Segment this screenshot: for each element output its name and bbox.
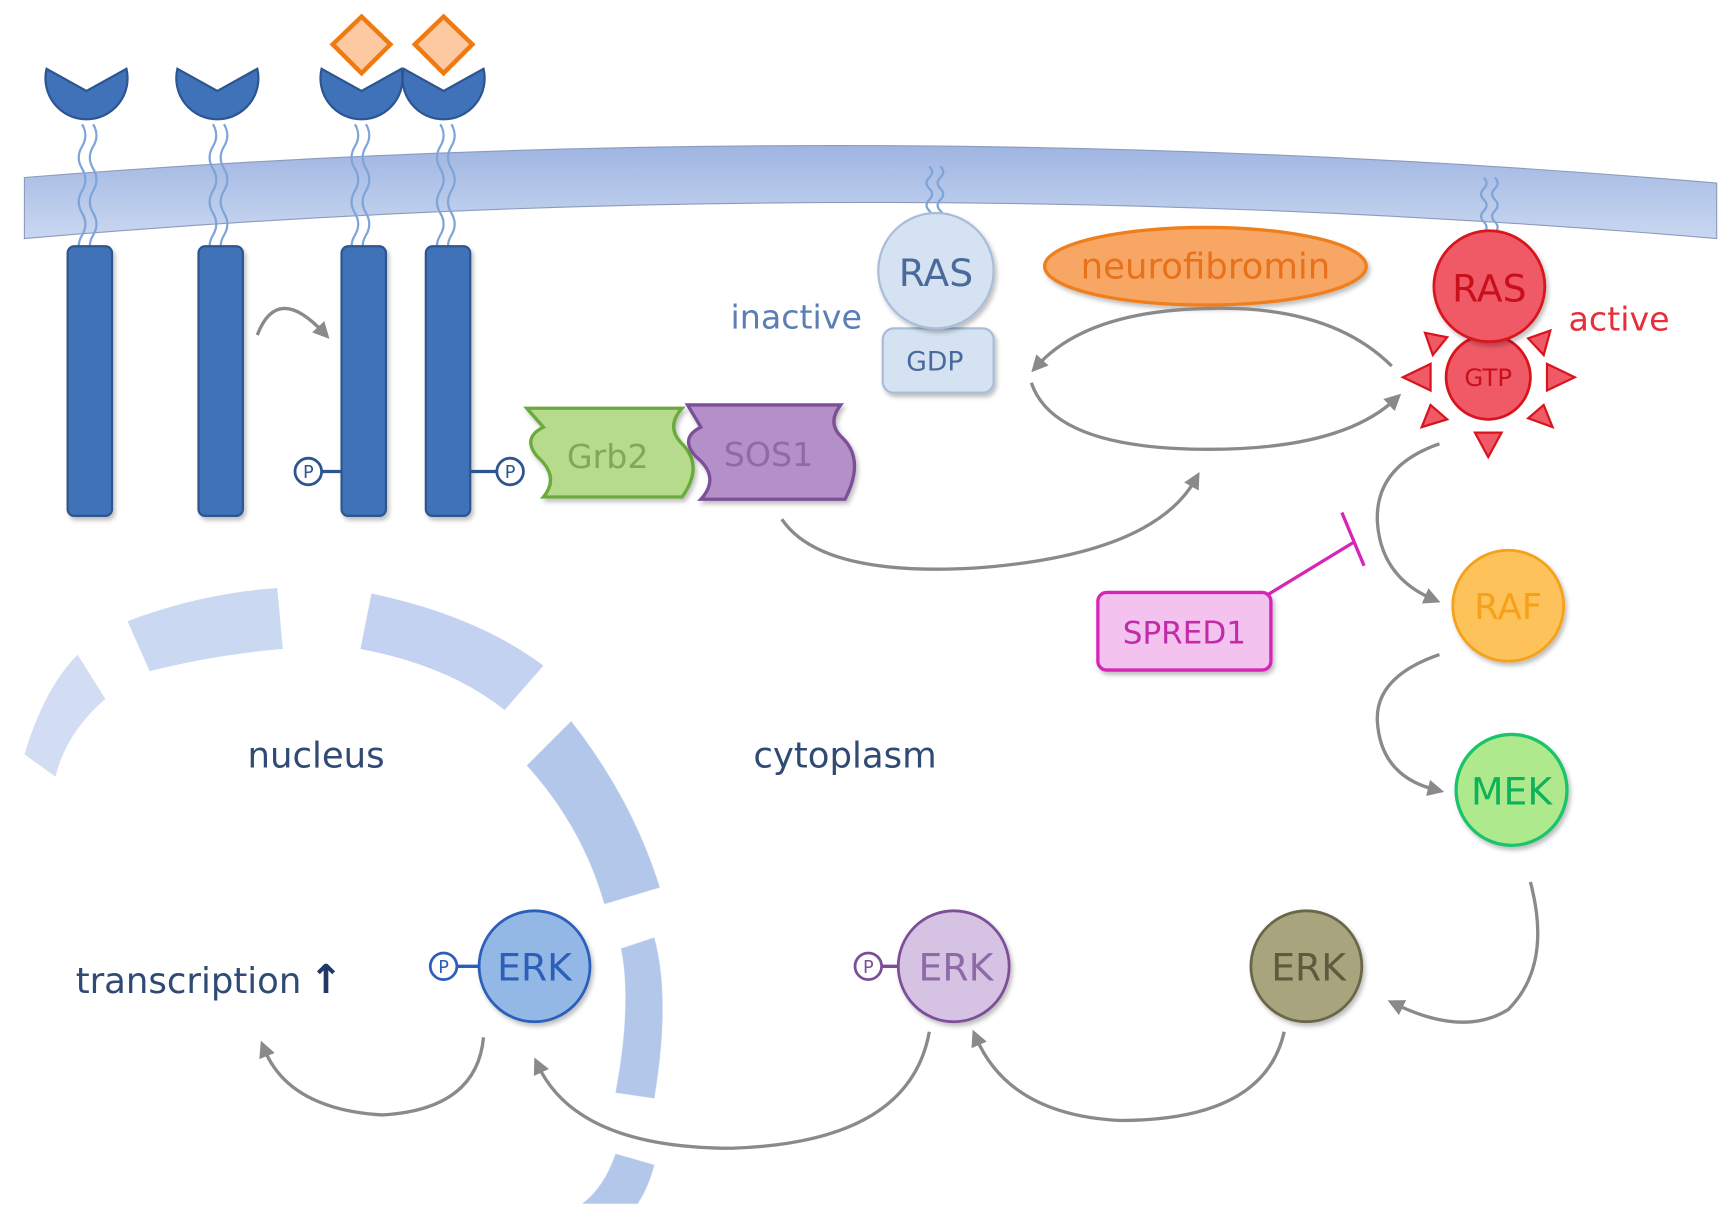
mek-node: MEK — [1454, 732, 1569, 848]
grb2-node: Grb2 — [523, 406, 695, 499]
gef-exchange-arrow — [1029, 382, 1402, 451]
perk-cytoplasm-label: ERK — [919, 946, 995, 990]
neurofibromin-node: neurofibromin — [1042, 225, 1368, 307]
gtp-activity-spikes-icon — [1400, 328, 1578, 460]
grb2-label: Grb2 — [567, 437, 649, 476]
perk-cytoplasm-node: P ERK — [853, 909, 1011, 1024]
autophosphorylation-arrow — [255, 306, 330, 339]
ras-active-label: RAS — [1452, 267, 1526, 311]
phospho-receptor-4: P — [470, 456, 525, 487]
perk-nucleus-node: P ERK — [428, 909, 592, 1024]
erk-cytoplasm-node: ERK — [1249, 909, 1364, 1024]
ras-to-raf-arrow — [1375, 442, 1441, 604]
phospho-label: P — [505, 463, 516, 483]
ligand-icon — [329, 13, 394, 77]
ras-inactive-node: RAS GDP — [877, 165, 995, 394]
nucleus-label: nucleus — [247, 736, 384, 777]
gdp-label: GDP — [906, 347, 963, 378]
sos1-label: SOS1 — [724, 435, 814, 474]
transcription-arrow — [259, 1037, 486, 1117]
receptor-3-ligand-bound — [319, 13, 404, 517]
phospho-receptor-3: P — [293, 456, 342, 487]
erk-cytoplasm-label: ERK — [1271, 946, 1347, 990]
active-label: active — [1569, 300, 1670, 339]
spred1-inhibition-line — [1263, 539, 1357, 599]
gtp-label: GTP — [1464, 363, 1512, 392]
transcription-label: transcription — [76, 961, 302, 1002]
raf-to-mek-arrow — [1375, 652, 1445, 797]
raf-label: RAF — [1474, 587, 1542, 628]
nuclear-envelope — [24, 587, 663, 1204]
inactive-label: inactive — [731, 297, 862, 336]
erk-translocation-arrow — [533, 1031, 931, 1150]
ras-inactive-label: RAS — [899, 251, 973, 295]
neurofibromin-label: neurofibromin — [1081, 246, 1331, 287]
receptor-4-ligand-bound — [401, 13, 486, 517]
sos1-node: SOS1 — [684, 403, 857, 501]
spred1-label: SPRED1 — [1123, 615, 1246, 651]
phospho-label: P — [303, 463, 314, 483]
receptor-1 — [44, 67, 129, 517]
receptor-head-icon — [44, 67, 129, 121]
cytoplasm-label: cytoplasm — [753, 736, 936, 777]
perk-nucleus-label: ERK — [497, 946, 573, 990]
cell-membrane — [23, 145, 1718, 240]
receptor-2 — [175, 67, 260, 517]
upregulation-arrow-icon: ↑ — [309, 957, 342, 1003]
erk-phosphorylation-arrow — [971, 1029, 1286, 1123]
ras-active-node: RAS GTP — [1400, 176, 1578, 460]
ligand-icon — [411, 13, 476, 77]
gap-hydrolysis-arrow — [1031, 306, 1393, 373]
sos1-to-cycle-arrow — [780, 472, 1200, 571]
mek-label: MEK — [1471, 769, 1553, 813]
mek-to-erk-arrow — [1387, 881, 1540, 1024]
spred1-node: SPRED1 — [1096, 511, 1366, 672]
phospho-label: P — [863, 958, 874, 978]
raf-node: RAF — [1451, 548, 1566, 663]
phospho-label: P — [438, 958, 449, 978]
